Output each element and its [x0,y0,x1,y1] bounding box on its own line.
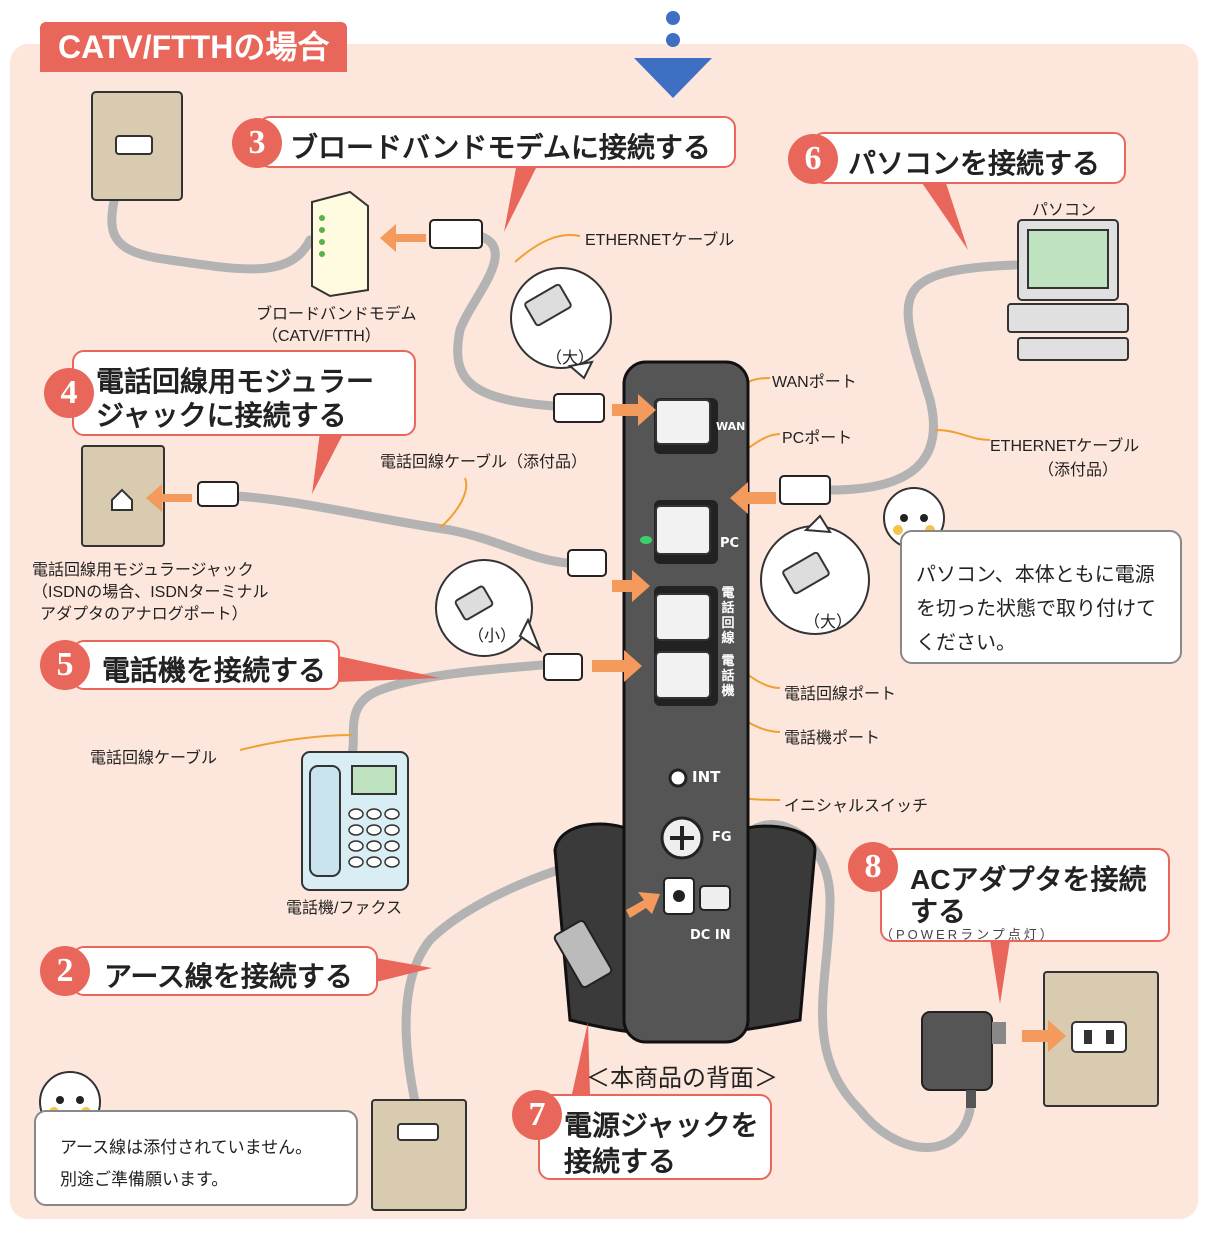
step-2-number: 2 [40,946,90,996]
ethernet-included-label-2: （添付品） [1038,462,1119,479]
step-7-callout: 電源ジャックを 接続する [538,1094,772,1180]
router-device [553,360,817,1044]
phone-plug-icon [567,549,607,577]
zoom-large-2-label: （大） [804,614,853,631]
phone-port-label: 電話機ポート [784,730,881,747]
step-4-number: 4 [44,368,94,418]
step-4-label-line2: ジャックに接続する [96,400,347,431]
step-8-label-line1: ACアダプタを接続 [910,864,1147,895]
phone-fax-label: 電話機/ファクス [286,900,402,917]
step-8-label-line2: する [910,896,967,927]
ethernet-plug-icon [553,393,605,423]
zoom-small-label: （小） [468,628,517,645]
step-3-number: 3 [232,118,282,168]
step-3-label: ブロードバンドモデムに接続する [290,132,711,163]
phone-cable-label: 電話回線ケーブル [90,750,218,767]
telephone-fax [301,751,409,891]
ethernet-cable-label: ETHERNETケーブル [585,232,735,249]
zoom-large-1 [510,267,612,369]
step-7-number: 7 [512,1090,562,1140]
step-2-callout: アース線を接続する [72,946,378,996]
step-8-callout: ACアダプタを接続 する [880,848,1170,942]
pc-text: PC [720,536,740,551]
ethernet-included-label-1: ETHERNETケーブル [990,438,1140,455]
step-4-callout: 電話回線用モジュラー ジャックに接続する [72,350,416,436]
phone-cable-included-label: 電話回線ケーブル（添付品） [380,454,588,471]
modem-label-line2: （CATV/FTTH） [262,328,381,345]
earth-note: アース線は添付されていません。 別途ご準備願います。 [34,1110,358,1206]
int-text: INT [692,768,721,786]
step-7-label-line2: 接続する [564,1146,677,1177]
step-5-label: 電話機を接続する [102,655,327,686]
zoom-large-1-label: （大） [546,350,595,367]
pc-label: パソコン [1032,202,1097,219]
phone-plug-icon [197,481,239,507]
pc-port-label: PCポート [782,430,853,447]
fg-text: FG [712,830,732,845]
dc-in-text: DC IN [690,928,731,943]
step-8-number: 8 [848,842,898,892]
personal-computer [1007,219,1129,361]
earth-wall-plate [371,1099,467,1211]
jack-label-line3: アダプタのアナログポート） [40,606,248,623]
jack-label-line1: 電話回線用モジュラージャック [32,562,254,579]
ethernet-plug-icon [779,475,831,505]
modem-label-line1: ブロードバンドモデム [256,306,417,323]
ac-adapter [921,1011,1006,1108]
step-8-sub: （POWERランプ点灯） [880,927,1056,942]
step-7-label-line1: 電源ジャックを [564,1110,759,1141]
jack-label-line2: （ISDNの場合、ISDNターミナル [32,584,269,601]
step-6-callout: パソコンを接続する [812,132,1126,184]
step-2-label: アース線を接続する [104,961,353,992]
line-port-label: 電話回線ポート [784,686,897,703]
earth-note-line1: アース線は添付されていません。 [60,1138,313,1157]
initial-switch-label: イニシャルスイッチ [784,798,929,815]
phone-vertical-text: 電話機 [721,654,735,699]
wan-text: WAN [716,420,746,433]
pc-note-text: パソコン、本体ともに電源を切った状態で取り付けてください。 [916,564,1156,654]
down-arrow-icon [634,11,712,98]
broadband-modem [311,190,369,298]
step-6-label: パソコンを接続する [848,148,1101,179]
step-4-label-line1: 電話回線用モジュラー [96,366,375,397]
page-title: CATV/FTTHの場合 [40,22,348,72]
wan-port-label: WANポート [772,374,857,391]
step-5-callout: 電話機を接続する [72,640,340,690]
earth-note-line2: 別途ご準備願います。 [60,1170,229,1189]
step-6-number: 6 [788,134,838,184]
step-5-number: 5 [40,640,90,690]
pc-note: パソコン、本体ともに電源を切った状態で取り付けてください。 [900,530,1182,664]
phone-plug-icon [543,653,583,681]
line-vertical-text: 電話回線 [721,586,735,646]
ethernet-plug-icon [429,219,483,249]
step-3-callout: ブロードバンドモデムに接続する [258,116,736,168]
back-view-label: ＜本商品の背面＞ [586,1065,778,1092]
